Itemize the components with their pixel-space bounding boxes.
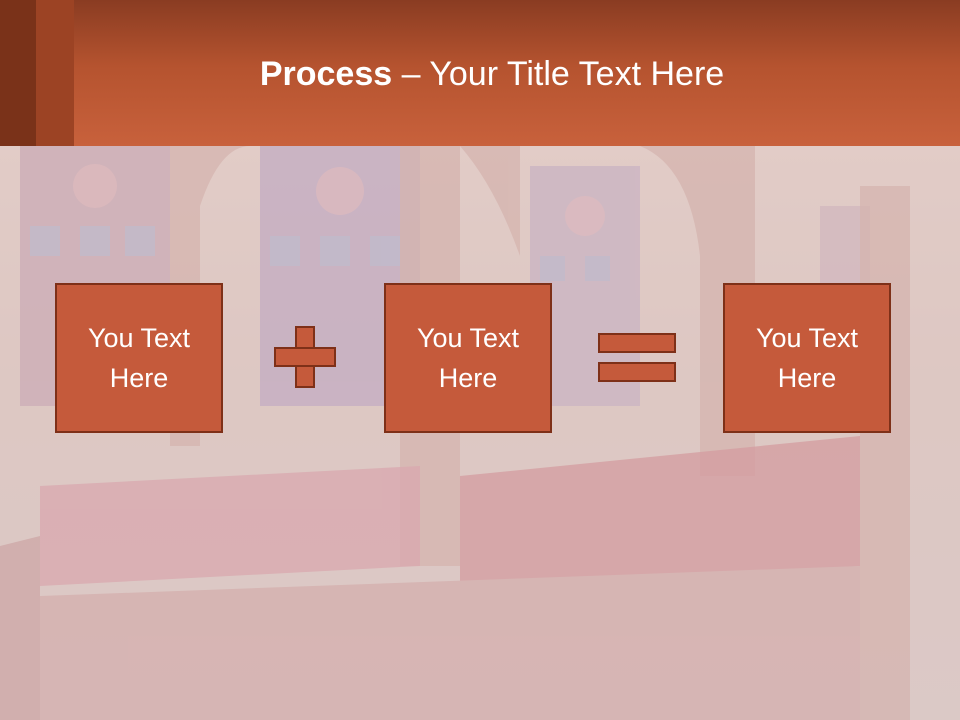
process-box-3-text: You Text Here (755, 323, 859, 393)
background-photo (0, 146, 960, 720)
header-accent-mid (36, 0, 74, 146)
process-box-2[interactable]: You Text Here (384, 283, 552, 433)
process-box-3[interactable]: You Text Here (723, 283, 891, 433)
process-box-1[interactable]: You Text Here (55, 283, 223, 433)
photo-overlay (0, 146, 960, 720)
equals-icon-bottom-bar (598, 362, 676, 382)
slide-title[interactable]: Process – Your Title Text Here (0, 52, 960, 96)
header-accent-dark (0, 0, 36, 146)
process-box-1-text: You Text Here (87, 323, 191, 393)
title-rest: – Your Title Text Here (392, 55, 725, 93)
title-band: Process – Your Title Text Here (0, 0, 960, 146)
process-box-2-text: You Text Here (416, 323, 520, 393)
title-bold: Process (259, 55, 393, 93)
plus-center (297, 349, 313, 365)
plus-icon (274, 326, 336, 388)
equals-icon-top-bar (598, 333, 676, 353)
